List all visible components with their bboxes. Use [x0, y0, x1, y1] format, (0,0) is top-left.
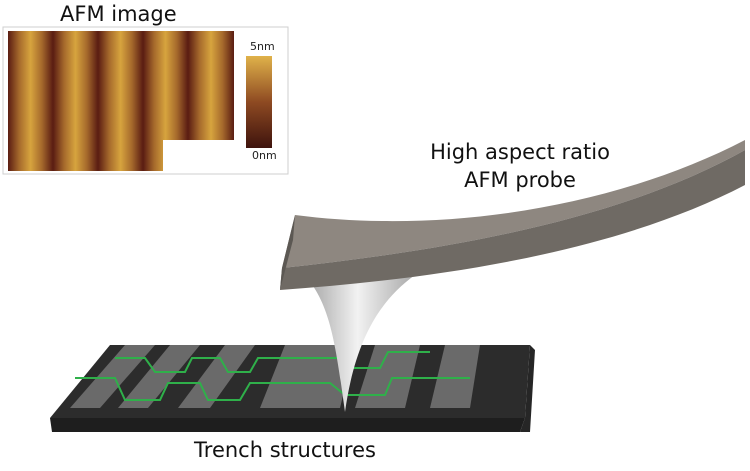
probe-label-line1: High aspect ratio	[430, 140, 610, 164]
ridge-4	[260, 345, 355, 408]
cantilever	[280, 140, 745, 290]
profile-line-back	[115, 351, 430, 373]
afm-image-title: AFM image	[60, 2, 177, 26]
probe-tip	[300, 270, 415, 412]
cantilever-end	[280, 215, 295, 290]
ridge-3	[178, 345, 255, 408]
colorbar-min-label: 0nm	[252, 149, 277, 162]
probe-label-line2: AFM probe	[464, 168, 576, 192]
ridge-6	[430, 345, 480, 408]
ridge-5	[355, 345, 420, 408]
cantilever-front	[280, 150, 745, 290]
afm-colorbar	[246, 56, 272, 148]
afm-blank-corner	[163, 140, 234, 171]
ridge-1	[70, 345, 155, 408]
afm-stripe-a	[8, 31, 53, 171]
trench-substrate	[50, 345, 535, 432]
afm-stripe-c	[98, 31, 143, 171]
trench-label: Trench structures	[194, 438, 376, 462]
afm-stripe-b	[53, 31, 98, 171]
afm-image-panel	[2, 26, 289, 175]
ridge-2	[118, 345, 200, 408]
substrate-side	[520, 345, 535, 432]
substrate-front	[50, 418, 525, 432]
colorbar-max-label: 5nm	[250, 40, 275, 53]
cantilever-top	[282, 140, 745, 268]
profile-line-front	[75, 377, 470, 401]
